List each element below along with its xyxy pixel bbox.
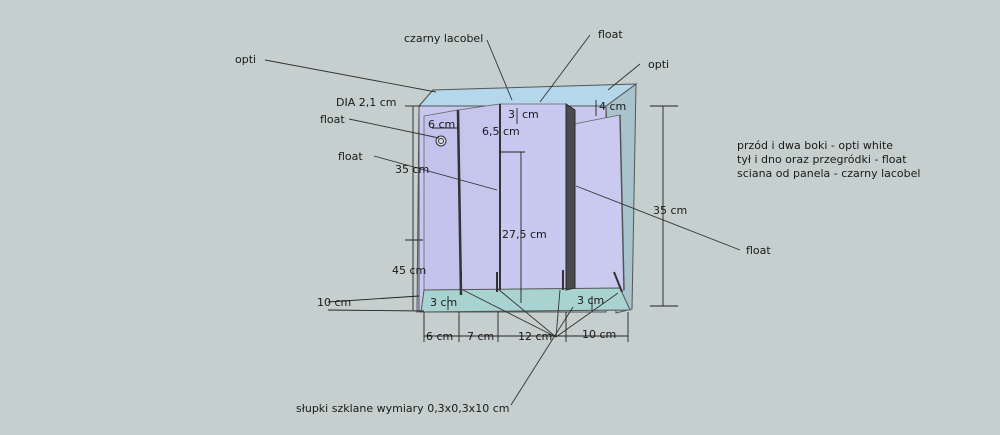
- dim-bottom-3: 12 cm: [518, 330, 552, 343]
- dimension-lines: [327, 100, 678, 342]
- drill-hole-inner: [438, 138, 444, 144]
- dim-bottom-4: 10 cm: [582, 328, 616, 341]
- label-czarny-lacobel: czarny lacobel: [404, 32, 483, 45]
- partition-back-edge: [619, 114, 625, 291]
- dim-45cm: 45 cm: [392, 264, 426, 277]
- label-opti-right: opti: [648, 58, 669, 71]
- dim-6-5cm: 6,5 cm: [482, 125, 520, 138]
- dim-6cm: 6 cm: [428, 118, 455, 131]
- note-line-1: przód i dwa boki - opti white: [737, 139, 893, 152]
- dim-3cm-bottom-right: 3 cm: [577, 294, 604, 307]
- bottom-plate: [420, 287, 631, 313]
- lacobel-panel: [565, 103, 576, 291]
- component-labels: opti czarny lacobel float opti DIA 2,1 c…: [235, 28, 771, 415]
- leader-lines: [264, 34, 741, 406]
- label-opti-left: opti: [235, 53, 256, 66]
- note-line-2: tył i dno oraz przegródki - float: [737, 153, 907, 166]
- materials-note: przód i dwa boki - opti white tył i dno …: [737, 139, 920, 180]
- label-float-hole: float: [320, 113, 345, 126]
- label-float-mid: float: [338, 150, 363, 163]
- dim-35cm-left: 35 cm: [395, 163, 429, 176]
- label-float-top: float: [598, 28, 623, 41]
- dim-3cm-bottom-left: 3 cm: [430, 296, 457, 309]
- dim-cm-top: cm: [522, 108, 539, 121]
- glass-box: [416, 83, 638, 314]
- dim-bottom-1: 6 cm: [426, 330, 453, 343]
- label-slupki: słupki szklane wymiary 0,3x0,3x10 cm: [296, 402, 509, 415]
- label-dia: DIA 2,1 cm: [336, 96, 397, 109]
- dimension-labels: 6 cm 3 cm 6,5 cm 4 cm 35 cm 35 cm 27,5 c…: [317, 100, 687, 343]
- dim-10cm-left: 10 cm: [317, 296, 351, 309]
- glass-post-4: [613, 271, 623, 293]
- partition-1-edge: [456, 109, 463, 296]
- note-line-3: sciana od panela - czarny lacobel: [737, 167, 920, 180]
- drill-hole: [435, 135, 447, 147]
- dim-4cm: 4 cm: [599, 100, 626, 113]
- dim-3-top: 3: [508, 108, 515, 121]
- back-panel-right: [573, 114, 625, 293]
- label-float-right: float: [746, 244, 771, 257]
- dim-bottom-2: 7 cm: [467, 330, 494, 343]
- dim-35cm-right: 35 cm: [653, 204, 687, 217]
- dim-27-5cm: 27,5 cm: [502, 228, 547, 241]
